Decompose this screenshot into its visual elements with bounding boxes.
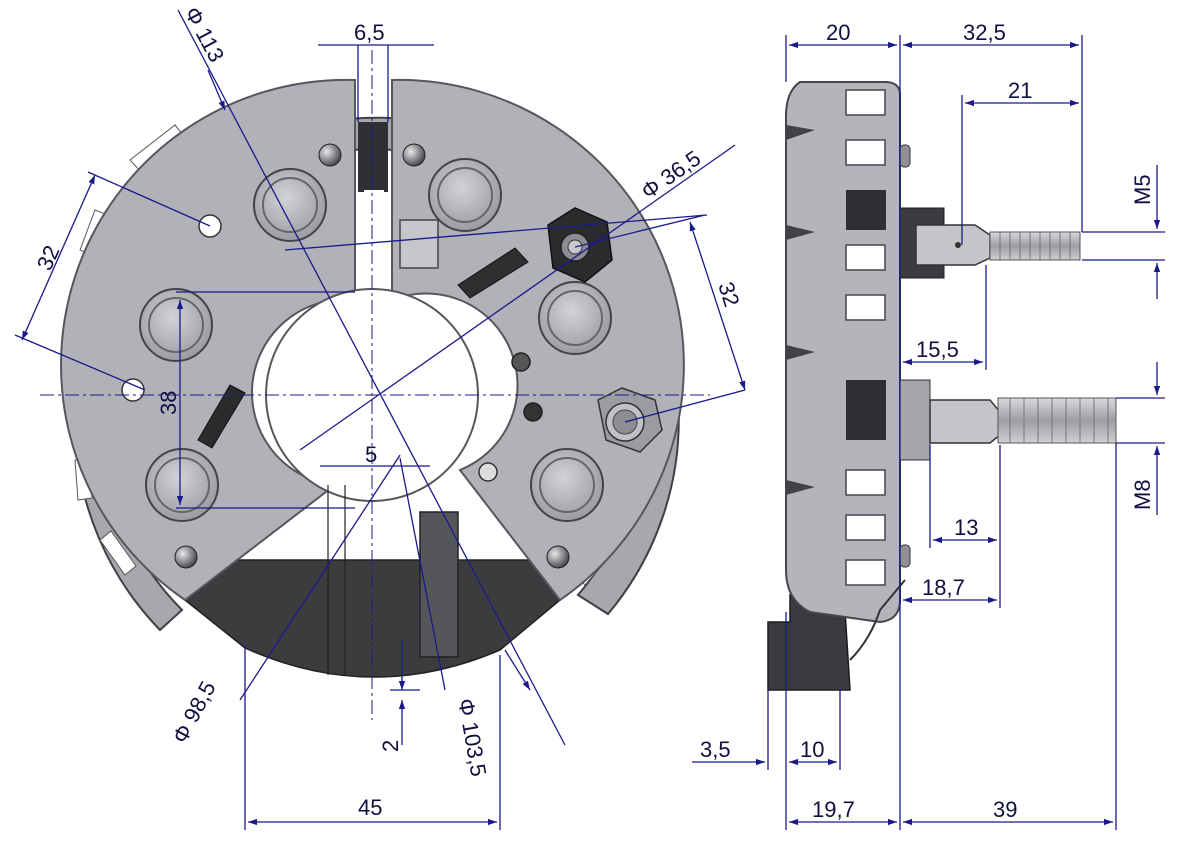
dim-19-7: 19,7 (812, 797, 855, 822)
m8-stud (899, 379, 1117, 461)
small-hole (478, 462, 498, 482)
dim-diameter-36-5: Φ 36,5 (637, 145, 706, 204)
dim-21: 21 (1008, 78, 1032, 103)
dim-6-5: 6,5 (354, 20, 385, 45)
dim-38: 38 (156, 391, 181, 415)
side-dark-block (846, 380, 886, 440)
dim-13: 13 (954, 515, 978, 540)
dim-diameter-113: Φ 113 (180, 3, 230, 67)
dim-5: 5 (365, 442, 377, 467)
bottom-terminal (419, 511, 459, 658)
top-slot (358, 122, 388, 192)
dim-diameter-98-5: Φ 98,5 (167, 677, 220, 747)
m5-stud (899, 207, 1081, 279)
rivets (174, 143, 570, 569)
dim-2: 2 (378, 740, 403, 752)
connector-slot (197, 384, 246, 449)
dim-diameter-103-5: Φ 103,5 (453, 697, 491, 779)
side-pin (899, 544, 911, 568)
small-hole (511, 352, 531, 372)
side-notches (786, 125, 815, 495)
side-pin (899, 144, 911, 168)
dim-32-right: 32 (713, 279, 744, 310)
side-view: 20 32,5 21 M5 15,5 M8 13 18,7 3,5 10 19,… (692, 20, 1165, 830)
dim-39: 39 (993, 797, 1017, 822)
dim-20: 20 (826, 20, 850, 45)
dim-15-5: 15,5 (916, 337, 959, 362)
dim-18-7: 18,7 (922, 575, 965, 600)
dim-32-5: 32,5 (963, 20, 1006, 45)
diode-holes (139, 158, 612, 522)
side-fins (845, 89, 886, 586)
tab-clip (399, 219, 439, 269)
small-hole (523, 402, 543, 422)
dim-m5: M5 (1130, 174, 1155, 205)
dim-32-left: 32 (32, 241, 65, 274)
side-dark-block (846, 190, 886, 230)
side-wire (849, 579, 906, 661)
dim-m8: M8 (1130, 479, 1155, 510)
front-dimension-lines (14, 9, 746, 830)
dim-45: 45 (358, 795, 382, 820)
side-dimension-lines (692, 35, 1165, 830)
top-slot-gap (364, 190, 384, 220)
slanted-slot (457, 247, 529, 299)
front-view: Φ 113 6,5 Φ 36,5 32 32 38 5 Φ 98,5 Φ 103… (14, 3, 746, 830)
dim-10: 10 (800, 737, 824, 762)
dim-3-5: 3,5 (700, 737, 731, 762)
